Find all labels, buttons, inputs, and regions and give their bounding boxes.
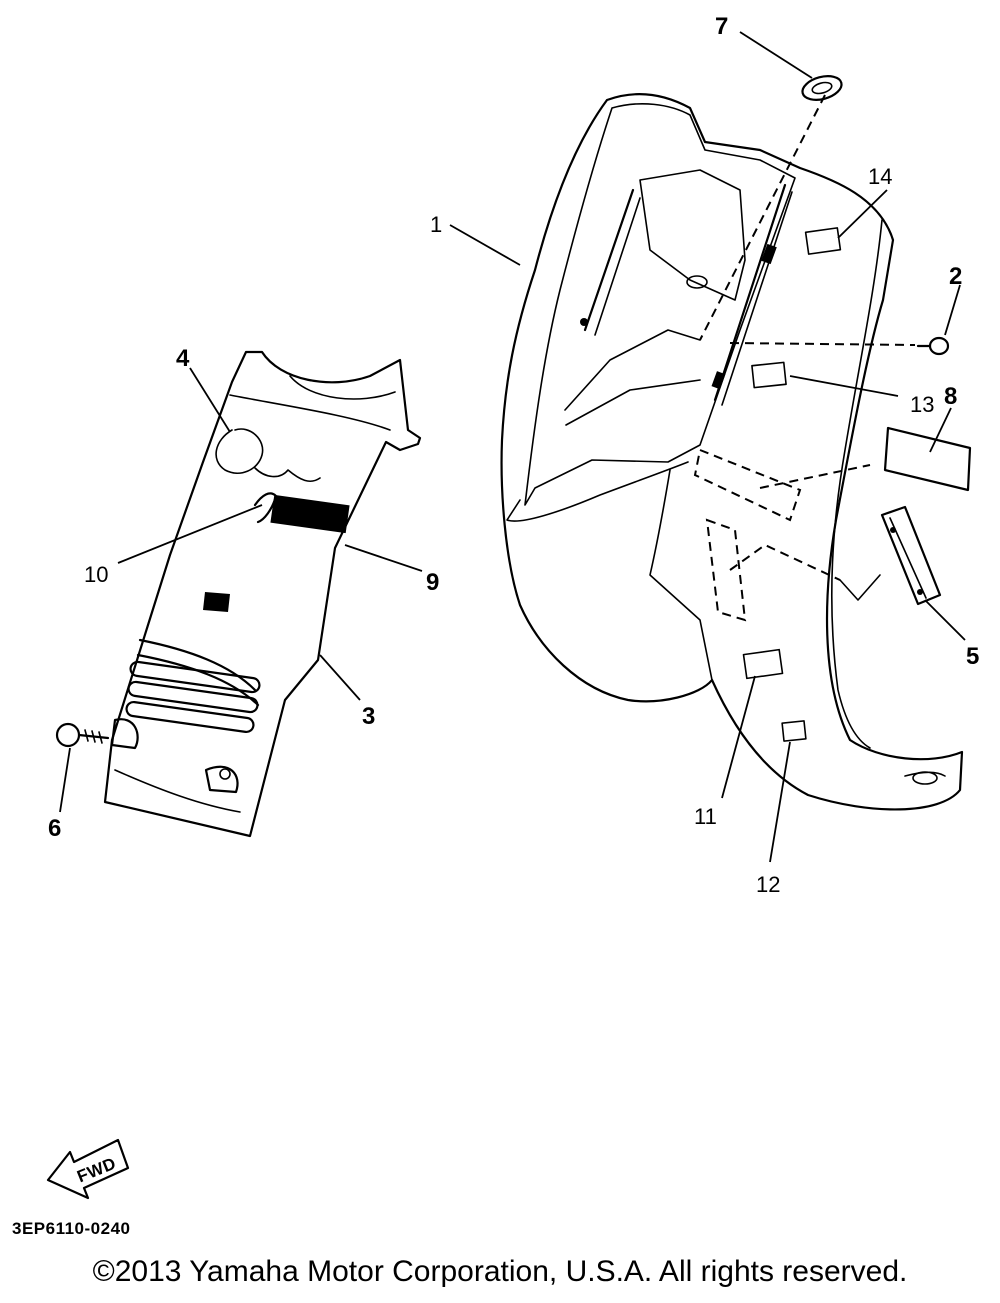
- part-8-strip: [883, 426, 972, 492]
- fwd-arrow-icon: FWD: [46, 1138, 130, 1200]
- callout-8: 8: [944, 383, 957, 410]
- callout-5: 5: [966, 643, 979, 670]
- callout-14: 14: [868, 164, 892, 189]
- part-6-screw: [55, 722, 110, 748]
- copyright-text: ©2013 Yamaha Motor Corporation, U.S.A. A…: [92, 1255, 908, 1288]
- callout-4: 4: [176, 345, 190, 372]
- part-7-grommet: [801, 75, 843, 101]
- callout-12: 12: [756, 872, 780, 897]
- callout-7: 7: [715, 13, 728, 40]
- diagram-code: 3EP6110-0240: [12, 1219, 131, 1238]
- callout-10: 10: [84, 562, 108, 587]
- callout-labels: 7 1 14 2 13 8 5 4 10 9 3 6 11 12: [48, 13, 979, 897]
- front-cover-part: [103, 350, 422, 838]
- callout-6: 6: [48, 815, 61, 842]
- callout-2: 2: [949, 263, 962, 290]
- callout-9: 9: [426, 569, 439, 596]
- leader-lines: [59, 31, 966, 863]
- callout-13: 13: [910, 392, 934, 417]
- callout-11: 11: [694, 804, 717, 829]
- leg-shield-part: [500, 93, 964, 811]
- callout-1: 1: [430, 212, 442, 237]
- part-5-bracket: [839, 505, 942, 606]
- part-2-screw: [916, 336, 950, 356]
- callout-3: 3: [362, 703, 375, 730]
